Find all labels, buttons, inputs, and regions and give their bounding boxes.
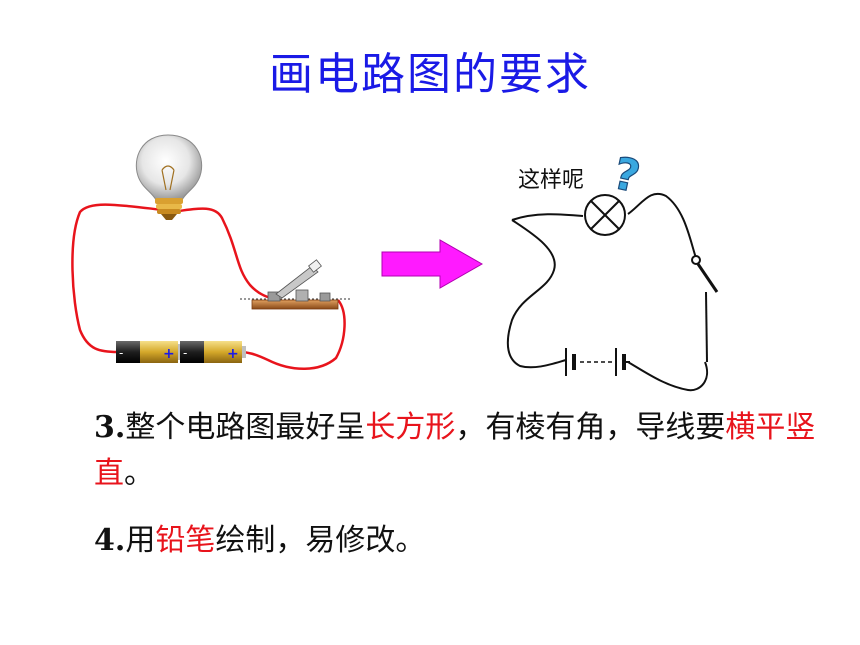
battery-minus-1: -: [119, 346, 123, 360]
point-4-text-1: 用: [125, 523, 156, 558]
point-4: 4.用铅笔绘制，易修改。: [94, 518, 425, 564]
light-bulb-icon: [135, 134, 203, 220]
arrow-right-icon: [381, 239, 484, 289]
lamp-symbol-icon: [584, 194, 626, 236]
question-mark-icon: ?: [608, 147, 645, 203]
wire-left: [71, 203, 164, 354]
question-label: 这样呢: [518, 168, 585, 193]
point-4-number: 4.: [94, 523, 126, 558]
point-4-text-2: 绘制，易修改。: [215, 523, 426, 558]
wire-bottom-right: [239, 299, 346, 370]
point-4-highlight-pencil: 铅笔: [155, 523, 216, 558]
point-3: 3.整个电路图最好呈长方形，有棱有角，导线要横平竖直。: [94, 405, 824, 497]
battery-minus-2: -: [183, 346, 187, 360]
wire-top-right: [171, 207, 279, 302]
battery-plus-2: +: [227, 346, 239, 362]
point-3-highlight-rectangle: 长方形: [365, 410, 456, 445]
switch-symbol-icon: [691, 255, 719, 293]
point-3-text-3: 。: [124, 456, 154, 491]
circuit-schematic: [506, 193, 708, 392]
point-3-highlight-straight: 横平竖直: [94, 410, 816, 491]
point-3-number: 3.: [94, 410, 126, 445]
question-mark-glyph: ?: [609, 148, 645, 203]
point-3-text-1: 整个电路图最好呈: [125, 410, 366, 445]
battery-plus-1: +: [163, 346, 175, 362]
point-3-text-2: ，有棱有角，导线要: [455, 410, 726, 445]
circuit-illustration: - + - + ?: [71, 134, 719, 392]
page-title: 画电路图的要求: [269, 49, 591, 100]
battery-symbol-icon: [565, 348, 630, 376]
knife-switch-icon: [240, 259, 350, 310]
battery-icon: - + - +: [116, 341, 246, 363]
